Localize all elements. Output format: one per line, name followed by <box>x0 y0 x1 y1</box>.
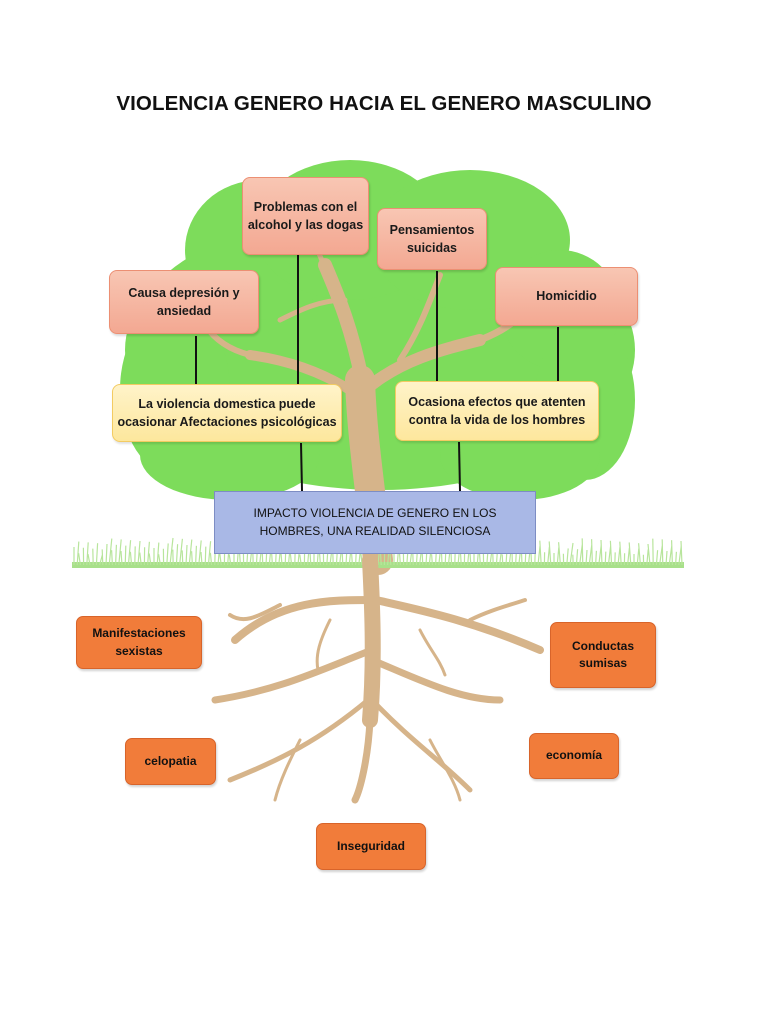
consequence-depression-box: Causa depresión y ansiedad <box>109 270 259 334</box>
consequence-alcohol-box: Problemas con el alcohol y las dogas <box>242 177 369 255</box>
cause-sexist-label: Manifestaciones sexistas <box>92 626 186 658</box>
consequence-homicide-label: Homicidio <box>536 289 597 304</box>
consequence-suicidal-box: Pensamientos suicidas <box>377 208 487 270</box>
effect-psychological-label: La violencia domestica puede ocasionar A… <box>117 396 337 429</box>
effect-life-label: Ocasiona efectos que atenten contra la v… <box>408 394 586 427</box>
consequence-suicidal-label: Pensamientos suicidas <box>389 222 475 255</box>
cause-insecurity-box: Inseguridad <box>316 823 426 870</box>
cause-economy-label: economía <box>545 748 602 763</box>
cause-insecurity-label: Inseguridad <box>336 838 405 853</box>
cause-sexist-box: Manifestaciones sexistas <box>76 616 202 669</box>
tree-roots <box>211 552 544 804</box>
cause-submissive-label: Conductas sumisas <box>571 638 634 670</box>
consequence-homicide-box: Homicidio <box>495 267 638 326</box>
central-topic-box: IMPACTO VIOLENCIA DE GENERO EN LOS HOMBR… <box>214 491 536 554</box>
cause-submissive-box: Conductas sumisas <box>550 622 656 688</box>
cause-jealousy-box: celopatia <box>125 738 216 785</box>
cause-economy-box: economía <box>529 733 619 779</box>
page-title: VIOLENCIA GENERO HACIA EL GENERO MASCULI… <box>116 92 652 115</box>
consequence-alcohol-label: Problemas con el alcohol y las dogas <box>247 199 364 232</box>
central-topic-label: IMPACTO VIOLENCIA DE GENERO EN LOS HOMBR… <box>253 506 497 538</box>
consequence-depression-label: Causa depresión y ansiedad <box>128 285 240 318</box>
cause-jealousy-label: celopatia <box>144 753 197 768</box>
effect-life-box: Ocasiona efectos que atenten contra la v… <box>395 381 599 441</box>
effect-psychological-box: La violencia domestica puede ocasionar A… <box>112 384 342 442</box>
connector-lines <box>195 255 559 492</box>
